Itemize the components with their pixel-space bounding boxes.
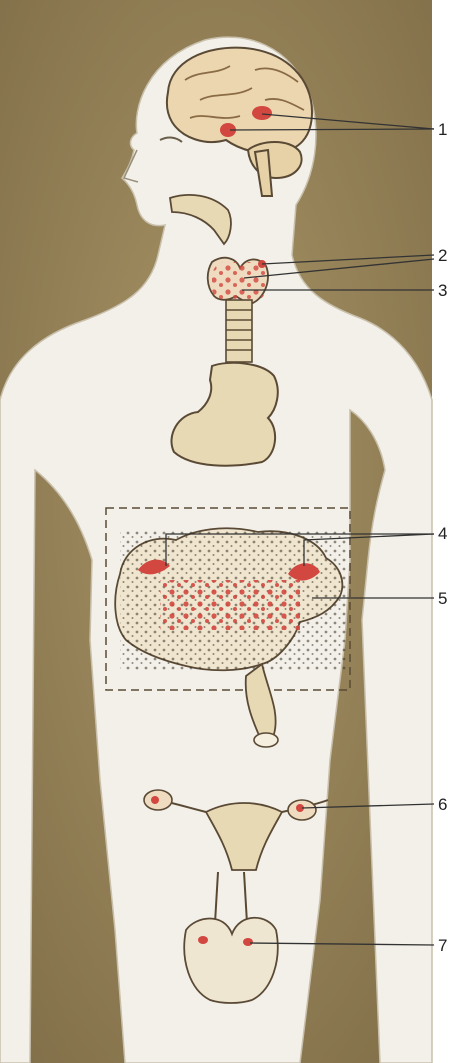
callout-5: 5 <box>438 590 447 607</box>
scrotum-shape <box>184 918 277 1003</box>
callout-1: 1 <box>438 121 447 138</box>
callout-7: 7 <box>438 937 447 954</box>
testis-left <box>198 936 208 944</box>
thyroid-spots <box>212 262 266 302</box>
callout-2: 2 <box>438 247 447 264</box>
pituitary-gland <box>252 106 272 120</box>
testis-right <box>243 938 253 946</box>
callout-4: 4 <box>438 525 447 542</box>
duodenum-opening <box>254 733 278 747</box>
islet-spots <box>160 580 300 630</box>
ovary-left-spot <box>151 796 159 804</box>
callout-3: 3 <box>438 282 447 299</box>
callout-6: 6 <box>438 796 447 813</box>
